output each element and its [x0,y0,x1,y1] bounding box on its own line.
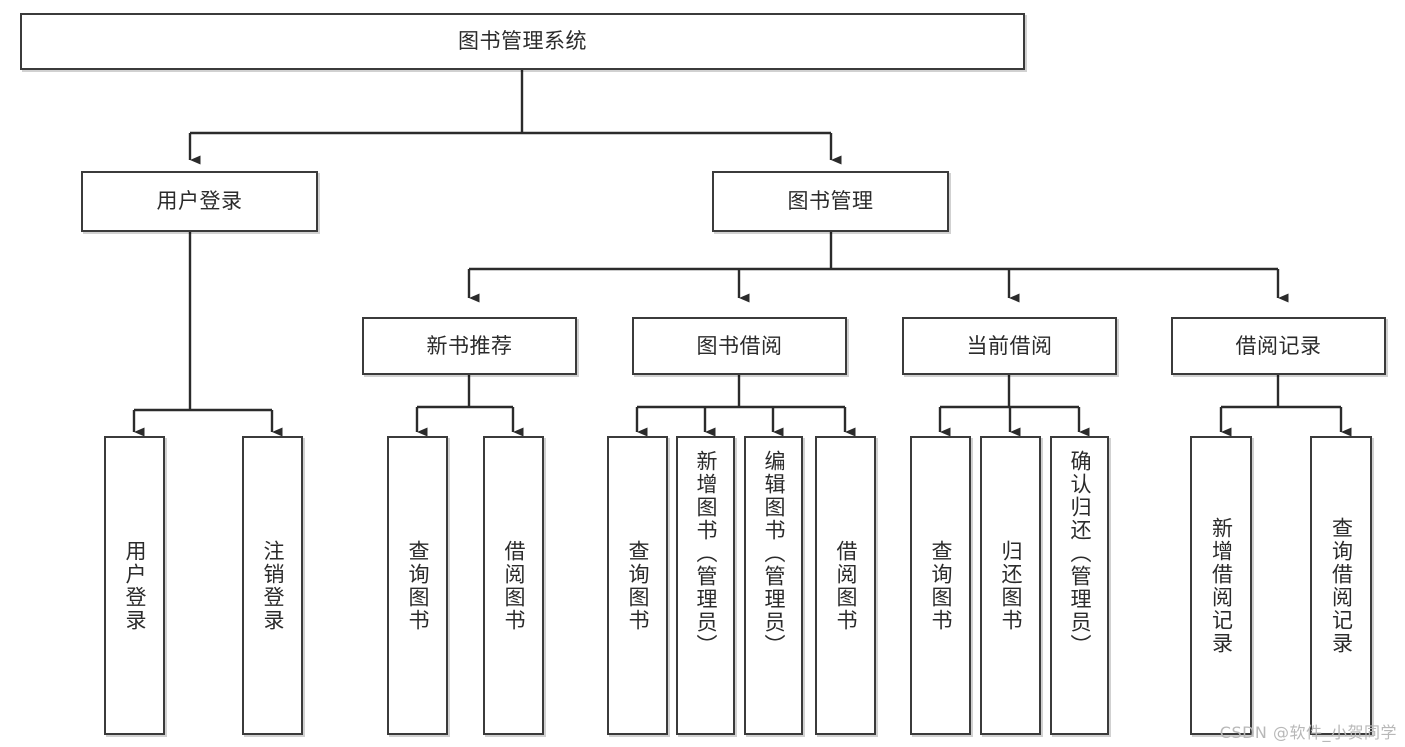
node-leaf-borrow-book-2-label: 借阅图书 [834,539,858,632]
node-book-management[interactable]: 图书管理 [712,171,949,232]
node-leaf-logout[interactable]: 注销登录 [242,436,303,735]
node-leaf-add-book[interactable]: 新增图书（管理员） [676,436,735,735]
node-leaf-query-record-label: 查询借阅记录 [1329,516,1354,655]
node-leaf-borrow-book-1-label: 借阅图书 [502,539,526,632]
node-root-label: 图书管理系统 [458,29,587,54]
node-user-login-label: 用户登录 [156,189,243,214]
node-leaf-add-record[interactable]: 新增借阅记录 [1190,436,1252,735]
node-leaf-user-login[interactable]: 用户登录 [104,436,165,735]
node-current-borrow-label: 当前借阅 [966,333,1053,358]
node-root[interactable]: 图书管理系统 [20,13,1025,70]
node-user-login[interactable]: 用户登录 [81,171,318,232]
node-leaf-logout-label: 注销登录 [261,539,285,632]
node-book-borrow-label: 图书借阅 [696,333,783,358]
node-leaf-return-book[interactable]: 归还图书 [980,436,1041,735]
node-leaf-query-book-3-label: 查询图书 [929,539,953,632]
node-leaf-query-book-1-label: 查询图书 [406,539,430,632]
node-leaf-query-book-2-label: 查询图书 [626,539,650,632]
node-leaf-query-book-1[interactable]: 查询图书 [387,436,448,735]
node-borrow-record[interactable]: 借阅记录 [1171,317,1386,375]
node-leaf-query-book-3[interactable]: 查询图书 [910,436,971,735]
node-leaf-add-book-label: 新增图书（管理员） [694,450,718,657]
node-current-borrow[interactable]: 当前借阅 [902,317,1117,375]
node-leaf-query-record[interactable]: 查询借阅记录 [1310,436,1372,735]
node-book-management-label: 图书管理 [787,189,874,214]
node-leaf-user-login-label: 用户登录 [123,539,147,632]
node-new-book-recommend-label: 新书推荐 [426,333,513,358]
node-book-borrow[interactable]: 图书借阅 [632,317,847,375]
node-leaf-confirm-return[interactable]: 确认归还（管理员） [1050,436,1109,735]
node-leaf-add-record-label: 新增借阅记录 [1209,516,1234,655]
node-borrow-record-label: 借阅记录 [1235,333,1322,358]
node-leaf-query-book-2[interactable]: 查询图书 [607,436,668,735]
node-leaf-edit-book-label: 编辑图书（管理员） [762,450,786,657]
node-leaf-borrow-book-1[interactable]: 借阅图书 [483,436,544,735]
node-leaf-return-book-label: 归还图书 [999,539,1023,632]
node-leaf-confirm-return-label: 确认归还（管理员） [1068,450,1092,657]
node-leaf-borrow-book-2[interactable]: 借阅图书 [815,436,876,735]
node-leaf-edit-book[interactable]: 编辑图书（管理员） [744,436,803,735]
node-new-book-recommend[interactable]: 新书推荐 [362,317,577,375]
